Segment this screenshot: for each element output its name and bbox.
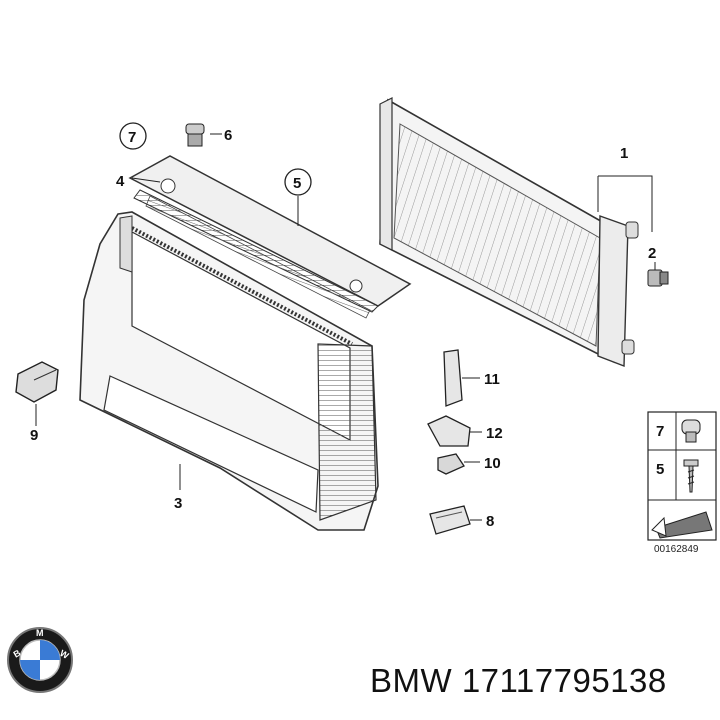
clip-10 [437, 453, 465, 475]
callout-6: 6 [224, 127, 232, 144]
callout-10: 10 [484, 455, 501, 472]
fastener-6 [185, 123, 205, 147]
arrow-icon [651, 511, 713, 539]
upper-cross-member [128, 155, 412, 319]
svg-text:5: 5 [293, 175, 301, 192]
bmw-logo: B M W [7, 627, 73, 693]
radiator [379, 97, 639, 368]
callout-12: 12 [486, 425, 503, 442]
svg-text:7: 7 [128, 129, 136, 146]
hardware-legend: 7 5 [647, 411, 717, 541]
circled-callout-5: 5 [284, 168, 312, 196]
drain-plug [647, 269, 669, 287]
clip-nut-icon [681, 419, 701, 443]
callout-1: 1 [620, 145, 628, 162]
diagram-reference-number: 00162849 [654, 544, 699, 555]
bracket-9 [15, 361, 59, 403]
legend-label-7: 7 [656, 423, 664, 440]
svg-text:M: M [36, 628, 44, 638]
legend-label-5: 5 [656, 461, 664, 478]
holder-8 [429, 505, 471, 535]
callout-8: 8 [486, 513, 494, 530]
callout-3: 3 [174, 495, 182, 512]
callout-11: 11 [484, 371, 500, 388]
part-number-caption: BMW 17117795138 [370, 662, 667, 699]
screw-icon [683, 459, 699, 493]
leader-lines [35, 133, 656, 521]
callout-2: 2 [648, 245, 656, 262]
fan-shroud [79, 211, 379, 531]
svg-text:B: B [12, 647, 23, 659]
mount-12 [427, 415, 471, 447]
clip-11 [443, 349, 463, 407]
circled-callout-7: 7 [119, 122, 147, 150]
callout-9: 9 [30, 427, 38, 444]
callout-4: 4 [116, 173, 125, 190]
